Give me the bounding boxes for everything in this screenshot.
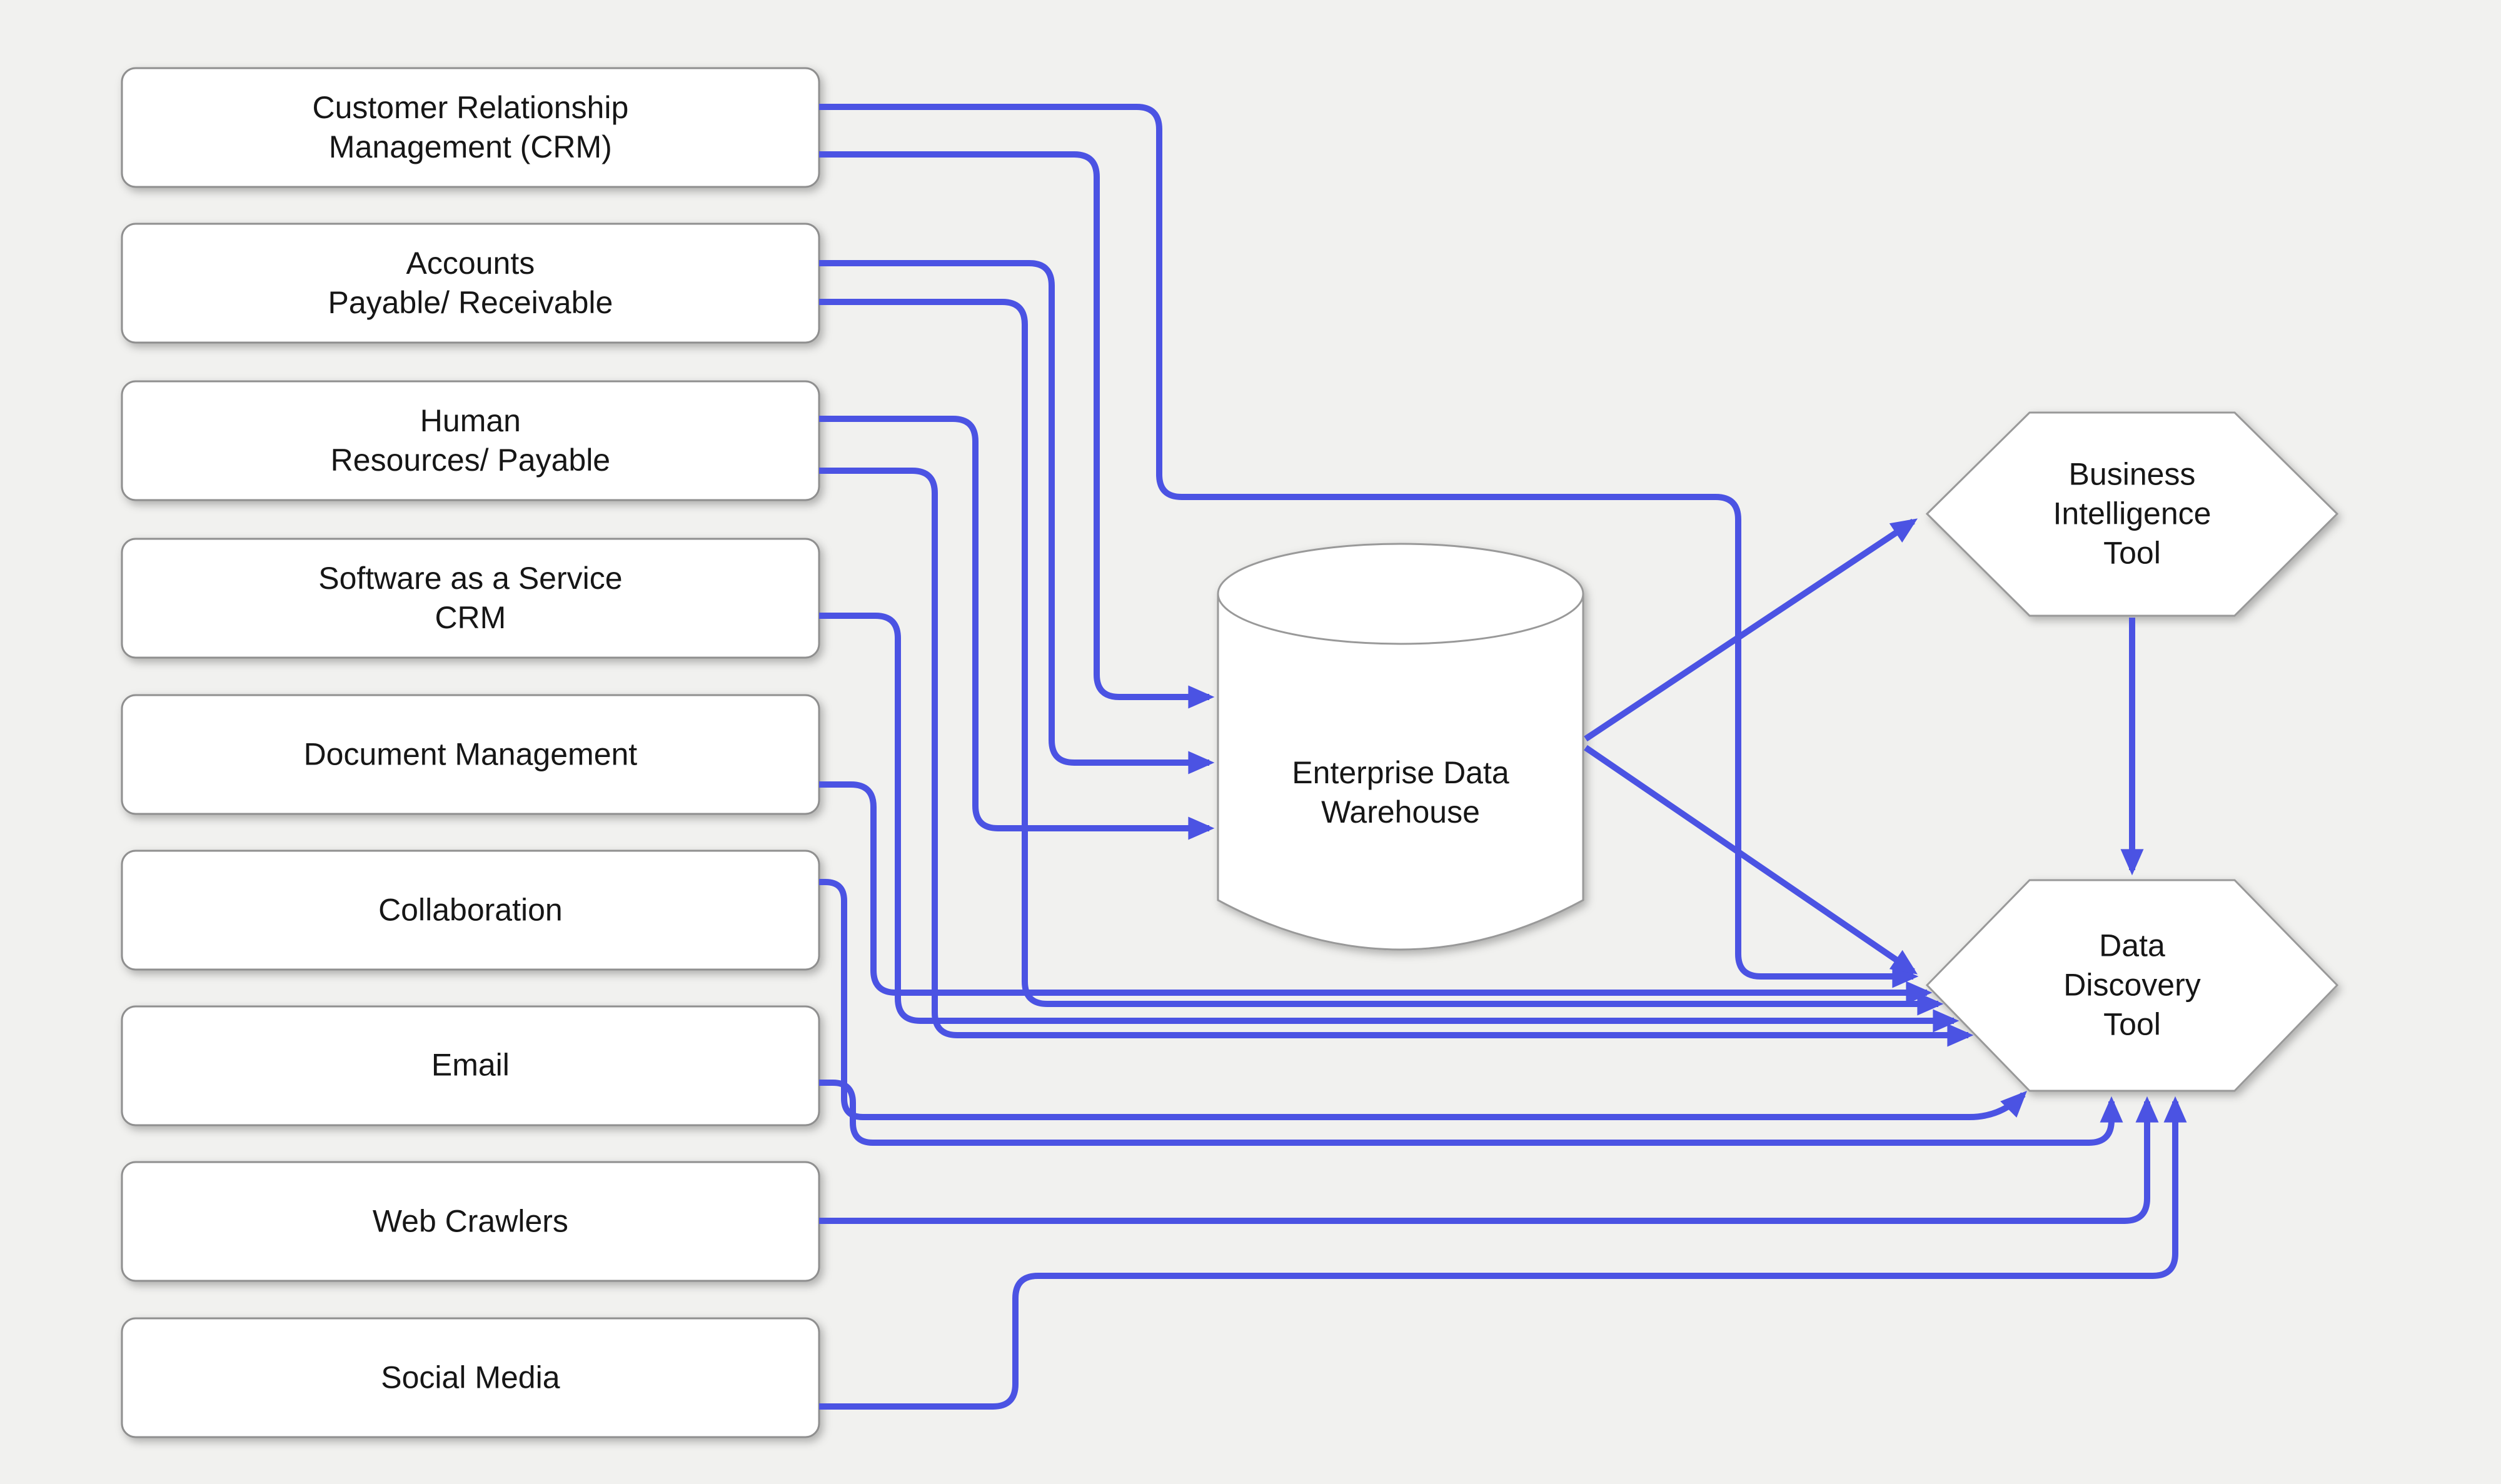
edge-warehouse-to-business-intelligence xyxy=(1584,518,1918,742)
edge-human-resources-to-data-discovery xyxy=(819,468,1974,1047)
node-email-box[interactable] xyxy=(121,1005,820,1126)
edge-human-resources-to-warehouse xyxy=(819,416,1215,840)
edges-layer xyxy=(819,104,2187,1410)
node-enterprise-data-warehouse-cylinder[interactable] xyxy=(1217,543,1584,951)
nodes-layer xyxy=(121,67,2339,1438)
node-business-intelligence-hexagon[interactable] xyxy=(1925,411,2339,617)
node-web-crawlers-box[interactable] xyxy=(121,1161,820,1282)
node-social-media-box[interactable] xyxy=(121,1317,820,1438)
edge-saas-crm-to-data-discovery xyxy=(819,613,1960,1033)
node-saas-crm-box[interactable] xyxy=(121,538,820,659)
node-data-discovery-hexagon[interactable] xyxy=(1925,879,2339,1092)
node-accounts-box[interactable] xyxy=(121,223,820,344)
edge-accounts-to-warehouse xyxy=(819,260,1215,775)
edge-crm-to-data-discovery xyxy=(819,104,1919,988)
node-human-resources-box[interactable] xyxy=(121,380,820,501)
edge-accounts-to-data-discovery xyxy=(819,299,1944,1016)
edge-crm-to-warehouse xyxy=(819,151,1215,709)
edge-social-media-to-data-discovery xyxy=(819,1096,2187,1410)
edge-web-crawlers-to-data-discovery xyxy=(819,1096,2159,1224)
edge-document-management-to-data-discovery xyxy=(819,781,1933,1005)
node-crm-box[interactable] xyxy=(121,67,820,188)
node-document-management-box[interactable] xyxy=(121,694,820,815)
edge-warehouse-to-data-discovery xyxy=(1584,745,1918,975)
node-collaboration-box[interactable] xyxy=(121,850,820,971)
edge-email-to-data-discovery xyxy=(819,1080,2123,1146)
